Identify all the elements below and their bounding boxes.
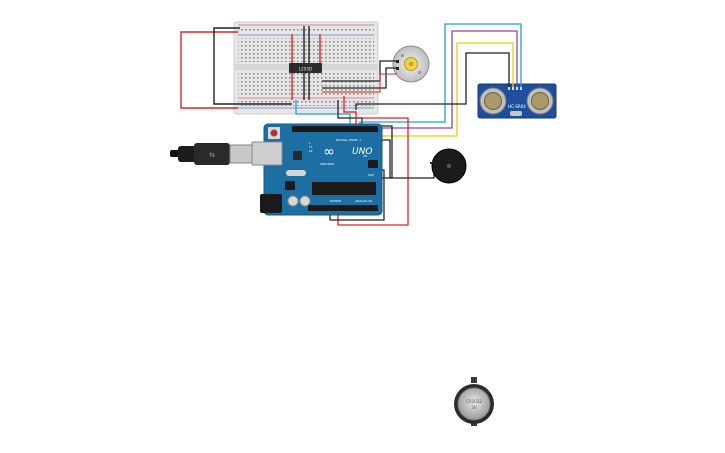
wire-red-bb-arduino[interactable] <box>343 96 357 128</box>
usb-cable[interactable]: ⇆ <box>170 143 253 165</box>
on-label: ON <box>363 154 367 158</box>
ultrasonic-sensor[interactable]: HC-SR04 <box>477 83 557 119</box>
wire-red-motor[interactable] <box>322 73 397 93</box>
chip-label: L293D <box>299 66 313 71</box>
wire-black-left[interactable] <box>213 27 292 105</box>
coin-cell-battery[interactable]: CR2032 3V <box>454 377 494 426</box>
crystal <box>286 170 306 176</box>
wire-red-left[interactable] <box>180 31 238 109</box>
arduino-brand: UNO <box>352 147 372 157</box>
wire-blue-bb[interactable] <box>295 100 351 124</box>
wire-black-motor-1[interactable] <box>322 60 397 82</box>
arduino-board[interactable]: ∞ UNO ARDUINO DIGITAL (PWM~) POWER ANALO… <box>251 123 383 216</box>
wire-black-motor-2[interactable] <box>322 67 397 89</box>
arduino-infinity-icon: ∞ <box>323 144 335 160</box>
tx-label: TX <box>309 145 313 149</box>
analog-label: ANALOG IN <box>355 199 372 203</box>
sensor-label: HC-SR04 <box>508 104 526 109</box>
wire-black-buzzer[interactable] <box>376 139 435 179</box>
coin-cell-voltage: 3V <box>471 405 477 410</box>
wire-black-sensor[interactable] <box>355 52 510 110</box>
usb-chip <box>293 151 302 160</box>
motor-driver-chip[interactable]: L293D <box>289 63 322 73</box>
sensor-pins <box>508 87 522 90</box>
coin-cell-label: CR2032 <box>466 399 482 404</box>
reset-button[interactable] <box>270 129 278 137</box>
capacitor <box>299 195 311 207</box>
piezo-buzzer[interactable] <box>430 148 467 184</box>
usb-cable-icon: ⇆ <box>209 151 215 159</box>
rx-label: RX <box>309 149 313 153</box>
capacitor <box>287 195 299 207</box>
digital-label: DIGITAL (PWM~) <box>336 138 361 142</box>
dc-motor[interactable] <box>392 45 430 83</box>
power-label: POWER <box>330 199 341 203</box>
l-label: L <box>309 141 311 145</box>
arduino-model: ARDUINO <box>320 162 335 166</box>
icsp-label: ICSP <box>368 173 374 177</box>
atmega-chip <box>312 182 376 195</box>
wire-yellow-sensor[interactable] <box>374 42 514 137</box>
